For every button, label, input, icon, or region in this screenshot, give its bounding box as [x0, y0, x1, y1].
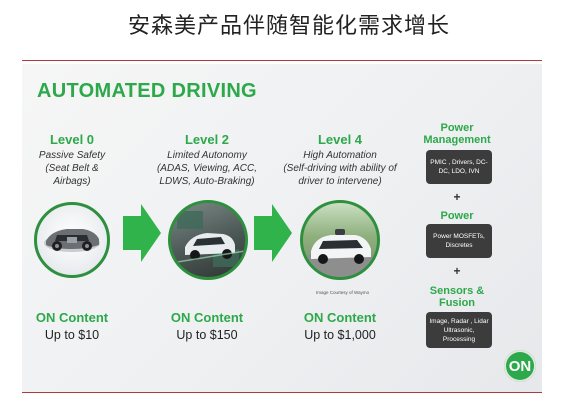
level-4-description: High Automation (Self-driving with abili… [280, 149, 400, 188]
sensors-fusion-title-line: Sensors & [429, 285, 485, 297]
power-management-title-line: Management [423, 134, 491, 146]
level-2-desc-line: (ADAS, Viewing, ACC, [156, 163, 258, 174]
car-chassis-icon [44, 229, 100, 252]
image-credit: Image Courtesy of Waymo [316, 290, 370, 295]
on-semi-logo: ON [504, 350, 536, 382]
bottom-divider [22, 392, 542, 393]
sensors-fusion-box-line: Ultrasonic, [443, 326, 475, 334]
level-2-title: Level 2 [184, 132, 230, 147]
power-management-title: Power Management [414, 122, 500, 146]
sensors-fusion-box-line: Processing [442, 335, 476, 343]
level-2-value: Up to $150 [176, 328, 238, 342]
sensors-fusion-title: Sensors & Fusion [414, 285, 500, 309]
power-management-title-line: Power [440, 122, 474, 134]
power-box: Power MOSFETs, Discretes [426, 224, 492, 258]
slide-heading: AUTOMATED DRIVING [37, 80, 257, 102]
level-0-on-content: ON Content [35, 310, 109, 325]
top-divider [22, 60, 542, 61]
level-2-image [168, 200, 248, 280]
power-box-line: Power MOSFETs, [433, 233, 485, 240]
level-0-desc-line: Airbags) [53, 176, 91, 187]
arrow-right-icon [254, 204, 292, 262]
level-0-desc-line: (Seat Belt & [45, 163, 99, 174]
level-0-desc-line: Passive Safety [38, 150, 106, 161]
level-0-image [34, 202, 110, 278]
level-2-description: Limited Autonomy (ADAS, Viewing, ACC, LD… [152, 149, 262, 188]
sensors-fusion-box: Image, Radar , Lidar Ultrasonic, Process… [426, 312, 492, 348]
page-title: 安森美产品伴随智能化需求增长 [127, 14, 450, 39]
level-4-title: Level 4 [317, 132, 363, 147]
level-0-title: Level 0 [49, 132, 95, 147]
level-4-on-content: ON Content [303, 310, 377, 325]
sensors-fusion-title-line: Fusion [438, 297, 476, 309]
level-2-desc-line: Limited Autonomy [167, 150, 247, 161]
level-0-value: Up to $10 [44, 328, 100, 342]
slide: AUTOMATED DRIVING Level 0 Passive Safety… [22, 64, 542, 392]
level-4-image [300, 200, 380, 280]
power-box-line: Discretes [445, 242, 473, 249]
plus-sign: + [453, 190, 461, 204]
level-4-desc-line: High Automation [303, 150, 377, 161]
arrow-right-icon [123, 204, 161, 262]
level-4-desc-line: driver to intervene) [298, 176, 382, 187]
level-0-description: Passive Safety (Seat Belt & Airbags) [22, 149, 122, 188]
power-title: Power [440, 210, 474, 222]
power-management-box-line: PMIC , Drivers, DC- [430, 159, 488, 166]
level-4-desc-line: (Self-driving with ability of [283, 163, 397, 174]
power-management-box-line: DC, LDO, IVN [438, 168, 480, 175]
sensors-fusion-box-line: Image, Radar , Lidar [429, 317, 489, 325]
adas-car-icon [171, 211, 245, 267]
level-4-value: Up to $1,000 [304, 328, 376, 342]
level-2-desc-line: LDWS, Auto-Braking) [159, 176, 255, 187]
self-driving-car-icon [303, 229, 377, 277]
level-2-on-content: ON Content [170, 310, 244, 325]
plus-sign: + [453, 264, 461, 278]
power-management-box: PMIC , Drivers, DC- DC, LDO, IVN [426, 150, 492, 184]
